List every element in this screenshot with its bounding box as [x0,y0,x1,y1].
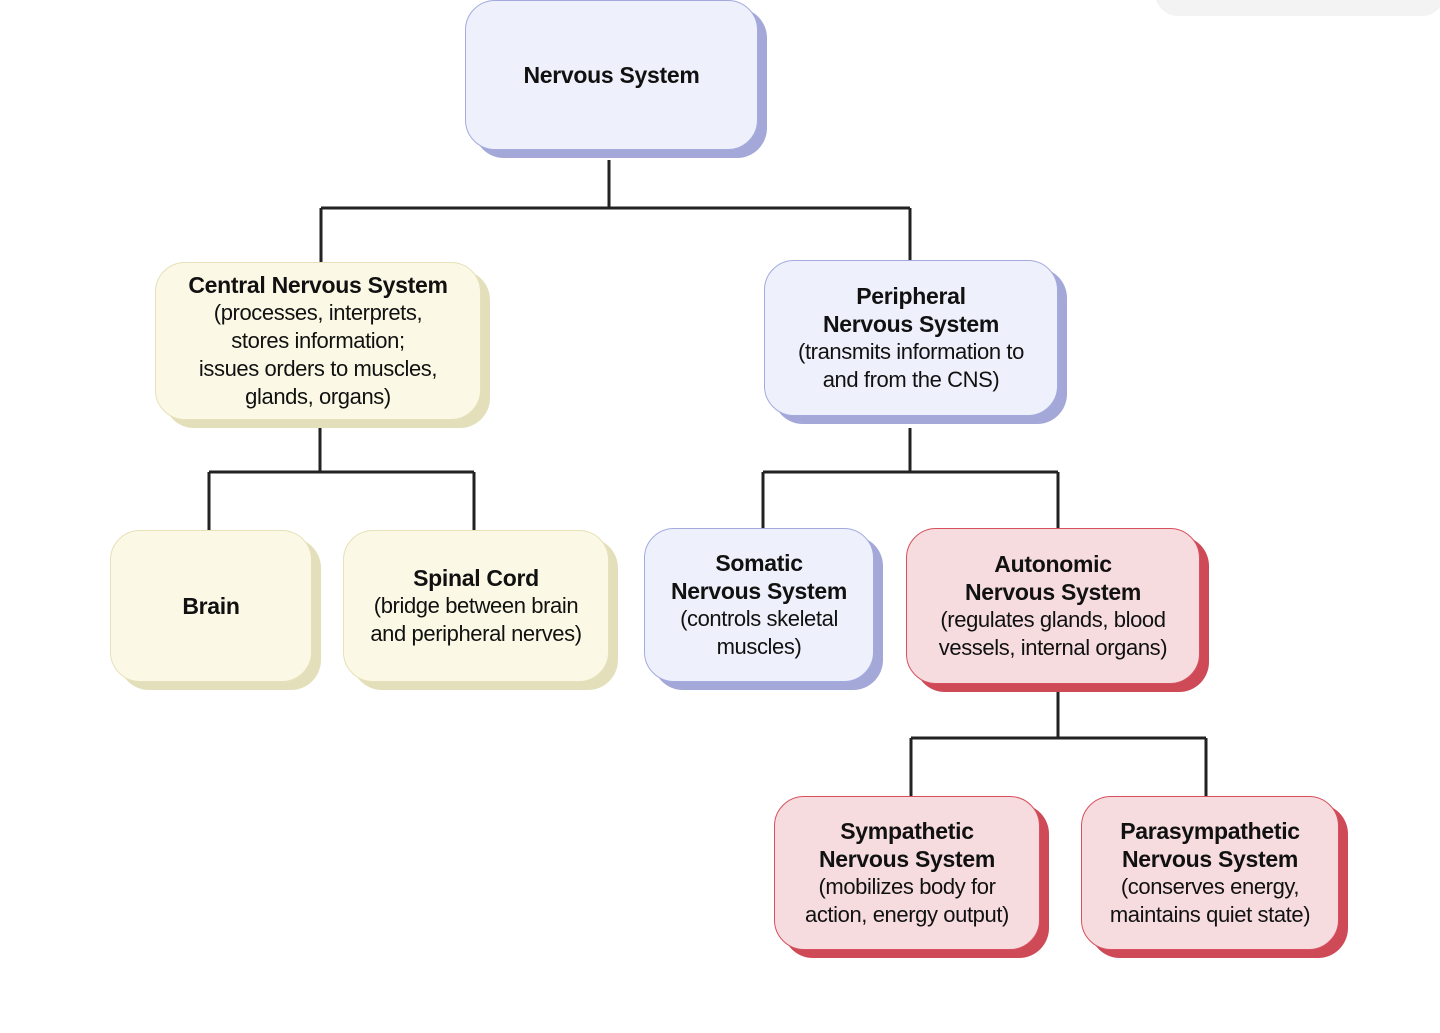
connector-central-to-children [207,428,476,530]
node-title: Central Nervous System [188,272,448,298]
node-title: Spinal Cord [413,565,539,591]
corner-fragment [1155,0,1440,16]
node-sympathetic-nervous-system: Sympathetic Nervous System (mobilizes bo… [774,796,1040,950]
connector-autonomic-to-children [909,692,1208,796]
node-nervous-system: Nervous System [465,0,758,150]
node-title: Nervous System [523,62,700,88]
node-spinal-cord: Spinal Cord (bridge between brain and pe… [343,530,609,682]
connector-nervous-to-branches [319,160,912,262]
node-title: Sympathetic Nervous System [818,818,996,872]
node-description: (transmits information to and from the C… [798,339,1024,392]
node-central-nervous-system: Central Nervous System (processes, inter… [155,262,481,420]
node-title: Somatic Nervous System [670,550,848,604]
node-title: Brain [182,593,240,619]
node-description: (controls skeletal muscles) [680,606,838,659]
node-description: (bridge between brain and peripheral ner… [370,593,582,646]
connector-peripheral-to-children [761,428,1060,528]
node-title: Autonomic Nervous System [964,551,1142,605]
node-parasympathetic-nervous-system: Parasympathetic Nervous System (conserve… [1081,796,1339,950]
node-description: (mobilizes body for action, energy outpu… [804,874,1009,927]
node-brain: Brain [110,530,312,682]
node-description: (processes, interprets, stores informati… [198,300,438,409]
node-title: Peripheral Nervous System [822,283,1000,337]
node-somatic-nervous-system: Somatic Nervous System (controls skeleta… [644,528,874,682]
node-description: (conserves energy, maintains quiet state… [1109,874,1311,927]
node-description: (regulates glands, blood vessels, intern… [938,607,1168,660]
node-autonomic-nervous-system: Autonomic Nervous System (regulates glan… [906,528,1200,684]
node-title: Parasympathetic Nervous System [1120,818,1300,872]
node-peripheral-nervous-system: Peripheral Nervous System (transmits inf… [764,260,1058,416]
